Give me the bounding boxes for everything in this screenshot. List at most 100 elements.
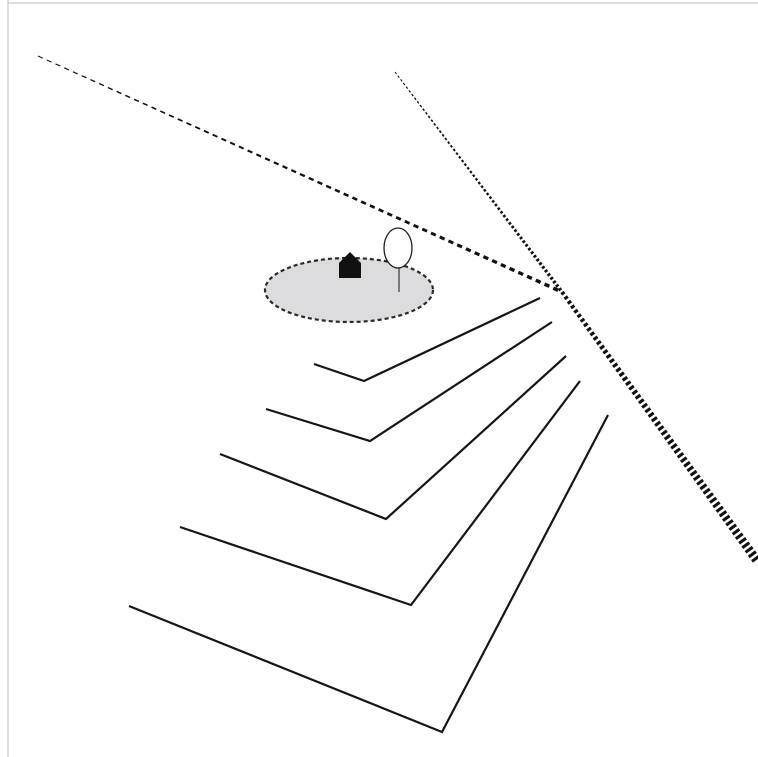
contour-line-4 <box>180 381 580 605</box>
dash-segment <box>706 490 708 492</box>
dash-segment <box>398 76 400 78</box>
dash-segment <box>169 115 174 117</box>
dash-segment <box>556 285 558 287</box>
dash-segment <box>475 253 480 255</box>
dash-segment <box>526 244 528 246</box>
dash-segment <box>506 219 508 221</box>
dash-segment <box>204 131 209 133</box>
dash-segment <box>483 257 488 259</box>
dash-segment <box>239 146 244 148</box>
dash-segment <box>540 263 542 265</box>
dash-segment <box>125 95 130 97</box>
dash-segment <box>456 153 458 155</box>
dash-segment <box>591 333 593 335</box>
dash-segment <box>578 315 580 317</box>
dash-segment <box>686 463 688 465</box>
dash-segment <box>459 156 461 158</box>
dash-segment <box>644 405 646 407</box>
dash-segment <box>545 284 550 286</box>
dash-segment <box>99 84 104 86</box>
dash-segment <box>406 87 408 89</box>
contour-line-2 <box>266 322 552 441</box>
dash-segment <box>82 76 87 78</box>
dash-segment <box>634 391 636 393</box>
dash-segment <box>660 427 662 429</box>
dash-segment <box>361 202 366 204</box>
dash-segment <box>683 459 685 461</box>
dash-segment <box>680 454 682 456</box>
dash-segment <box>352 198 357 200</box>
dash-segment <box>520 237 522 239</box>
dash-segment <box>484 189 486 191</box>
dash-segment <box>515 230 517 232</box>
dash-segment <box>476 178 478 180</box>
dash-segment <box>559 288 561 290</box>
dash-segment <box>543 266 545 268</box>
dash-segment <box>396 217 401 219</box>
dash-segment <box>712 499 714 501</box>
dash-segment <box>490 197 492 199</box>
dash-segment <box>265 158 270 160</box>
dash-segment <box>466 249 471 251</box>
contour-lines <box>129 298 608 732</box>
dash-segment <box>689 468 691 470</box>
dashed-line-upper-right <box>395 72 561 290</box>
dash-segment <box>729 522 731 524</box>
dash-segment <box>440 237 445 239</box>
dash-segment <box>554 281 556 283</box>
dash-segment <box>495 204 497 206</box>
dash-segment <box>517 233 519 235</box>
dash-segment <box>403 83 405 85</box>
dash-segment <box>492 200 494 202</box>
dash-segment <box>608 355 610 357</box>
dash-segment <box>420 105 422 107</box>
dash-segment <box>702 486 704 488</box>
dash-segment <box>453 149 455 151</box>
dash-segment <box>588 328 590 330</box>
dash-segment <box>160 111 165 113</box>
dash-segment <box>621 373 623 375</box>
dash-segment <box>572 306 574 308</box>
dash-segment <box>221 139 226 141</box>
dash-segment <box>537 259 539 261</box>
dash-segment <box>569 301 571 303</box>
dash-segment <box>640 400 642 402</box>
dash-segment <box>431 233 436 235</box>
dash-segment <box>504 215 506 217</box>
dash-segment <box>657 423 659 425</box>
dash-segment <box>631 387 633 389</box>
dash-segment <box>667 436 669 438</box>
dash-segment <box>274 162 279 164</box>
dash-segment <box>611 360 613 362</box>
dash-segment <box>414 98 416 100</box>
dash-segment <box>545 270 547 272</box>
dash-segment <box>738 535 740 537</box>
dash-segment <box>481 186 483 188</box>
dash-segment <box>326 186 331 188</box>
dash-segment <box>47 60 52 62</box>
dash-segment <box>673 445 675 447</box>
dash-segment <box>722 513 724 515</box>
dash-segment <box>693 472 695 474</box>
dash-segment <box>412 94 414 96</box>
dashed-line-upper-left <box>38 56 558 290</box>
dash-segment <box>751 553 753 555</box>
dash-segment <box>653 418 655 420</box>
dash-segment <box>565 297 567 299</box>
dash-segment <box>431 120 433 122</box>
dash-segment <box>699 481 701 483</box>
dash-segment <box>401 79 403 81</box>
dash-segment <box>536 280 541 282</box>
contour-line-3 <box>220 356 566 519</box>
dash-segment <box>230 143 235 145</box>
dash-segment <box>417 101 419 103</box>
dash-segment <box>470 171 472 173</box>
dash-segment <box>195 127 200 129</box>
dash-segment <box>670 441 672 443</box>
dash-segment <box>614 364 616 366</box>
dash-segment <box>518 272 523 274</box>
dash-segment <box>742 540 744 542</box>
dash-segment <box>529 248 531 250</box>
dash-segment <box>553 288 558 290</box>
dash-segment <box>548 274 550 276</box>
